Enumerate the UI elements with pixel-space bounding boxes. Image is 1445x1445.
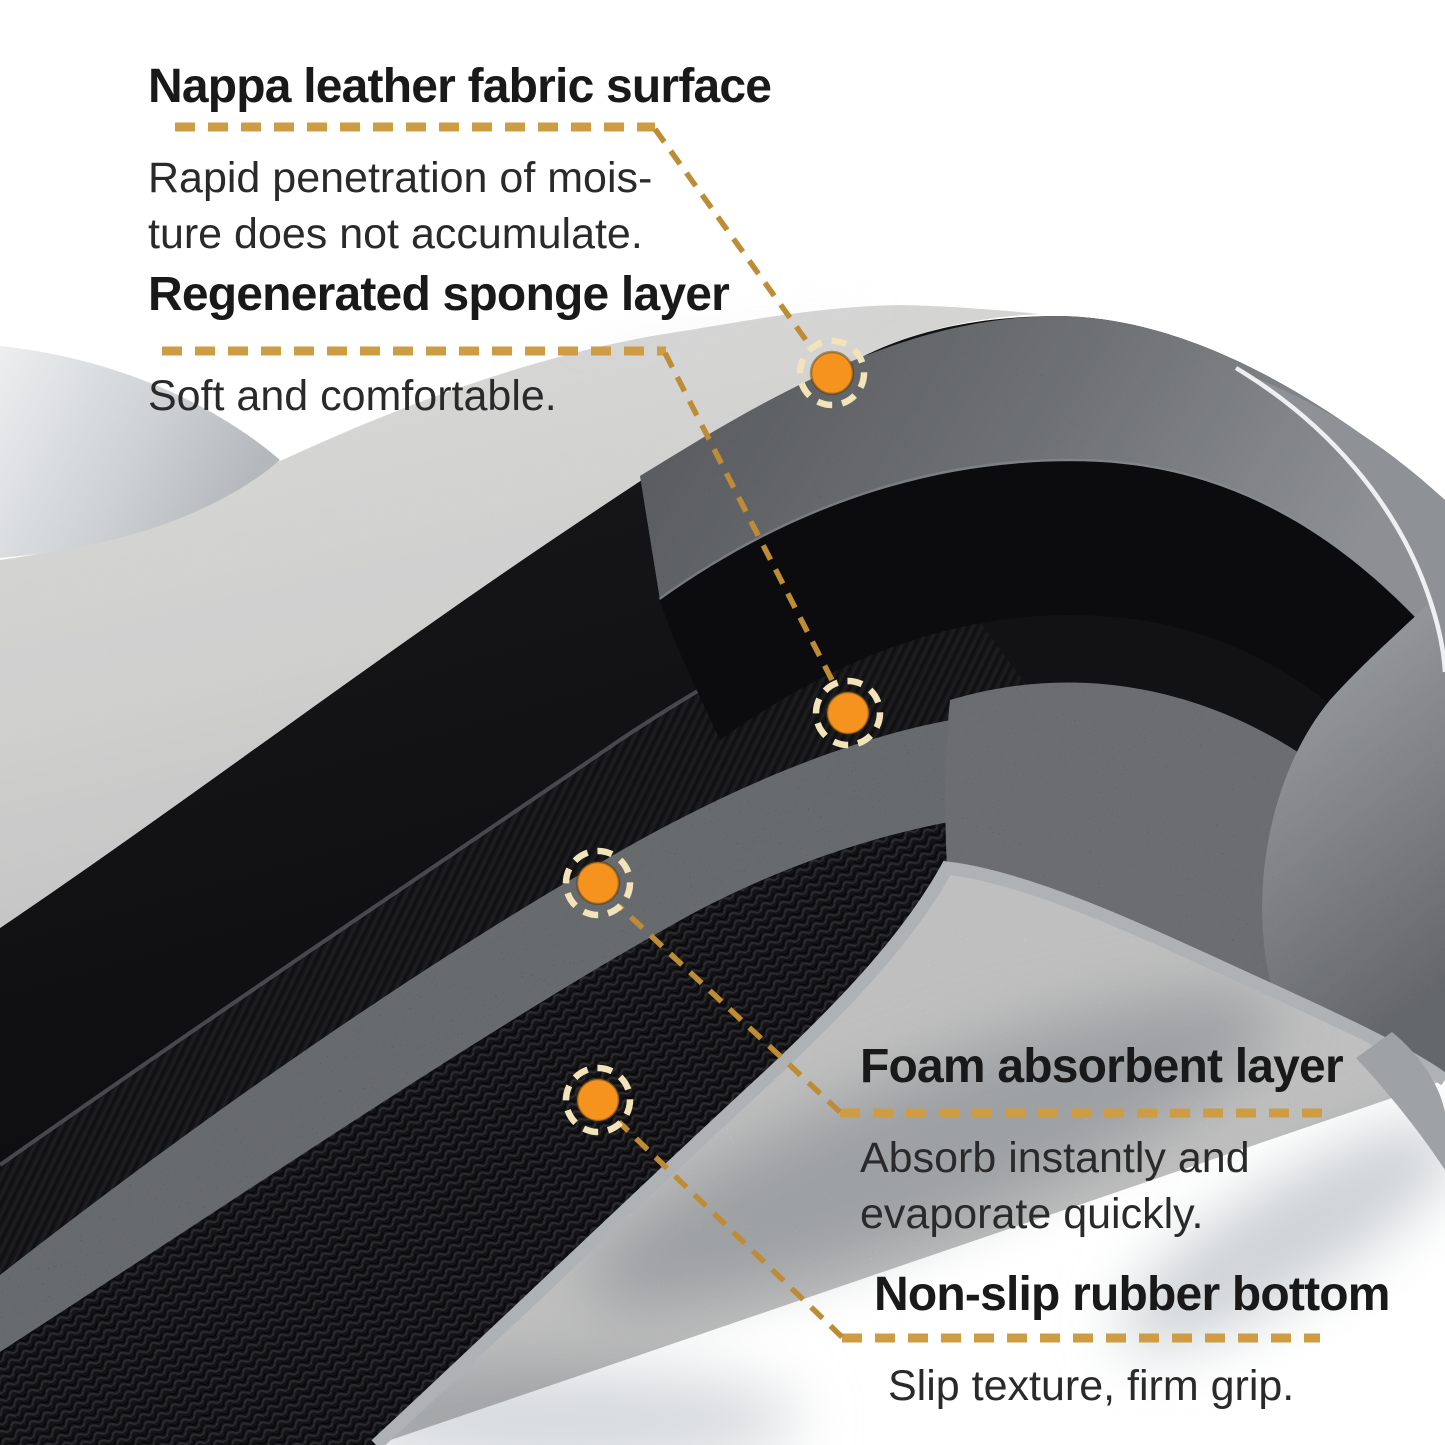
callout-body-line: Rapid penetration of mois- (148, 154, 653, 202)
bottom-rim-corner (1356, 1032, 1445, 1170)
bottom-rim (371, 861, 1445, 1445)
callout-title-rubber: Non-slip rubber bottom (874, 1268, 1390, 1321)
connector-foam (617, 903, 842, 1115)
callout-title-foam: Foam absorbent layer (860, 1040, 1344, 1093)
connector-rubber (617, 1120, 844, 1339)
callout-body-nappa: Rapid penetration of mois- ture does not… (148, 150, 652, 262)
callout-body-foam: Absorb instantly and evaporate quickly. (860, 1130, 1250, 1242)
callout-body-line: ture does not accumulate. (148, 210, 643, 258)
layer-marker-4 (562, 1064, 634, 1136)
callout-overlay (162, 122, 1322, 1343)
callout-title-nappa: Nappa leather fabric surface (148, 60, 772, 113)
layer-marker-1 (796, 337, 868, 409)
fabric-surface-layer (0, 305, 1040, 928)
fabric-fold-edge (0, 346, 280, 558)
callout-body-rubber: Slip texture, firm grip. (888, 1358, 1294, 1414)
layer-marker-2 (812, 677, 884, 749)
connector-nappa (652, 127, 816, 352)
edge-highlight-line (1234, 366, 1445, 673)
connector-sponge (662, 351, 837, 686)
mat-outer-side (1240, 372, 1445, 1078)
arch-inner-shadow (660, 461, 1445, 830)
callout-body-line: evaporate quickly. (860, 1190, 1204, 1238)
layer-marker-3 (562, 847, 634, 919)
callout-body-line: Soft and comfortable. (148, 372, 557, 420)
callout-body-line: Slip texture, firm grip. (888, 1362, 1295, 1410)
callout-title-sponge: Regenerated sponge layer (148, 268, 730, 321)
callout-body-line: Absorb instantly and (860, 1134, 1250, 1182)
callout-body-sponge: Soft and comfortable. (148, 368, 557, 424)
